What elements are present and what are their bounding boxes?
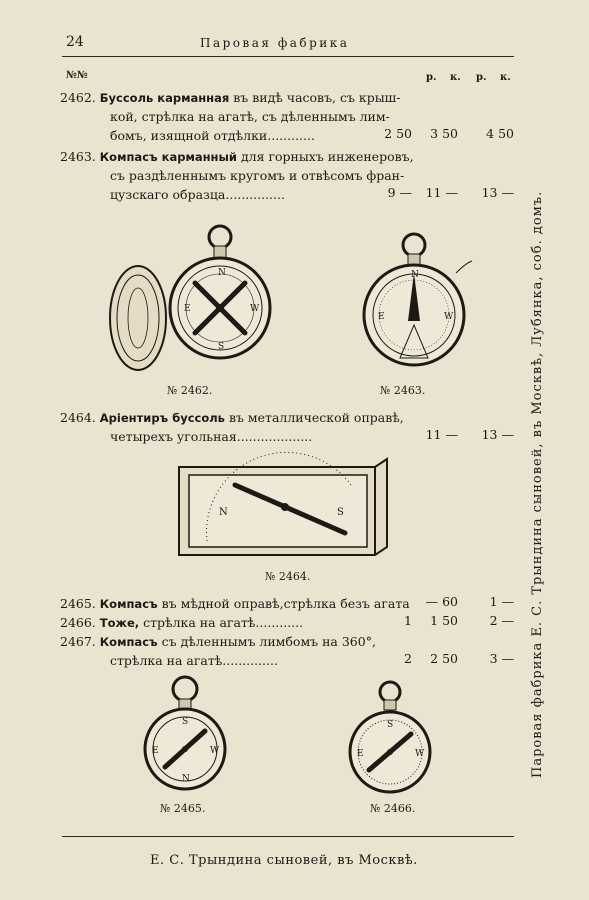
- item-2464-price-1: 11 —: [425, 427, 458, 442]
- item-text: стрѣлка на агатѣ............: [143, 615, 304, 630]
- item-2462-price-2: 3 50: [430, 126, 458, 141]
- currency-kop-2: к.: [500, 72, 511, 83]
- item-number: 2462.: [60, 90, 96, 105]
- item-2467-price-2: 2 50: [430, 651, 458, 666]
- figure-2465-caption: № 2465.: [160, 802, 206, 815]
- running-title: Паровая фабрика: [200, 36, 350, 50]
- compass-2465-illustration: S E W N: [143, 675, 227, 791]
- svg-text:N: N: [219, 507, 228, 518]
- figure-2462-caption: № 2462.: [167, 384, 213, 397]
- svg-text:N: N: [218, 268, 226, 278]
- svg-text:E: E: [357, 749, 364, 759]
- svg-text:S: S: [337, 507, 344, 518]
- item-2464-line-1: 2464. Аріентиръ буссоль въ металлической…: [60, 408, 404, 428]
- item-2464-line-2: четырехъ угольная...................: [110, 429, 313, 444]
- item-number: 2466.: [60, 615, 96, 630]
- svg-text:W: W: [250, 304, 260, 314]
- figure-2463-caption: № 2463.: [380, 384, 426, 397]
- item-2462-price-1: 2 50: [384, 126, 412, 141]
- item-2463-line-2: съ раздѣленнымъ кругомъ и отвѣсомъ фран-: [110, 168, 405, 183]
- item-name: Буссоль карманная: [99, 91, 230, 105]
- currency-rub-1: р.: [426, 72, 437, 83]
- item-2467-price-3: 3 —: [489, 651, 514, 666]
- currency-rub-2: р.: [476, 72, 487, 83]
- item-number: 2463.: [60, 149, 96, 164]
- svg-text:W: W: [415, 749, 425, 759]
- svg-text:N: N: [182, 774, 190, 784]
- svg-text:E: E: [184, 304, 191, 314]
- figure-2464-caption: № 2464.: [265, 570, 311, 583]
- item-name: Компасъ: [99, 597, 158, 611]
- svg-text:S: S: [182, 717, 188, 727]
- footer-imprint: Е. С. Трындина сыновей, въ Москвѣ.: [150, 853, 418, 868]
- item-2465-price-1: — 60: [425, 594, 458, 609]
- item-2466-price-1: 1: [404, 613, 412, 628]
- item-number: 2467.: [60, 634, 96, 649]
- currency-kop-1: к.: [450, 72, 461, 83]
- compass-2463-illustration: E W N: [362, 232, 473, 367]
- item-text: въ видѣ часовъ, съ крыш-: [233, 90, 401, 105]
- svg-text:W: W: [444, 312, 454, 322]
- number-column-header: №№: [66, 70, 88, 81]
- item-name: Компасъ: [99, 635, 158, 649]
- item-name: Тоже,: [99, 616, 140, 630]
- item-2466-price-2: 1 50: [430, 613, 458, 628]
- svg-text:S: S: [387, 720, 393, 730]
- item-2462-line-1: 2462. Буссоль карманная въ видѣ часовъ, …: [60, 88, 401, 108]
- item-2462-price-3: 4 50: [486, 126, 514, 141]
- svg-text:E: E: [378, 312, 385, 322]
- compass-2466-illustration: S E W: [348, 680, 432, 794]
- item-2462-line-2: кой, стрѣлка на агатѣ, съ дѣленнымъ лим-: [110, 109, 390, 124]
- svg-text:W: W: [210, 746, 220, 756]
- item-2462-line-3: бомъ, изящной отдѣлки............: [110, 128, 315, 143]
- item-name: Аріентиръ буссоль: [99, 411, 225, 425]
- item-2463-price-2: 11 —: [425, 185, 458, 200]
- item-2467-price-1: 2: [404, 651, 412, 666]
- compass-2464-illustration: N S: [178, 451, 388, 556]
- item-2463-price-1: 9 —: [387, 185, 412, 200]
- item-text: для горныхъ инженеровъ,: [240, 149, 414, 164]
- item-number: 2465.: [60, 596, 96, 611]
- item-name: Компасъ карманный: [99, 150, 237, 164]
- item-text: съ дѣленнымъ лимбомъ на 360°,: [161, 634, 376, 649]
- item-2463-line-3: цузскаго образца...............: [110, 187, 285, 202]
- header-rule: [62, 56, 514, 57]
- item-2463-line-1: 2463. Компасъ карманный для горныхъ инже…: [60, 147, 414, 167]
- item-2463-price-3: 13 —: [481, 185, 514, 200]
- item-text: въ металлической оправѣ,: [228, 410, 404, 425]
- compass-2462-illustration: N S E W: [109, 224, 272, 371]
- item-2465-price-2: 1 —: [489, 594, 514, 609]
- item-2467-line-1: 2467. Компасъ съ дѣленнымъ лимбомъ на 36…: [60, 632, 376, 652]
- item-2467-line-2: стрѣлка на агатѣ..............: [110, 653, 278, 668]
- figure-2466-caption: № 2466.: [370, 802, 416, 815]
- footer-rule: [62, 836, 514, 837]
- item-2464-price-2: 13 —: [481, 427, 514, 442]
- svg-text:S: S: [218, 342, 224, 352]
- item-2466-line-1: 2466. Тоже, стрѣлка на агатѣ............: [60, 613, 303, 633]
- item-text: въ мѣдной оправѣ,стрѣлка безъ агата: [161, 596, 410, 611]
- side-band-advert: Паровая фабрика Е. С. Трындина сыновей, …: [530, 190, 545, 778]
- item-number: 2464.: [60, 410, 96, 425]
- svg-text:N: N: [411, 270, 419, 280]
- svg-text:E: E: [152, 746, 159, 756]
- item-2466-price-3: 2 —: [489, 613, 514, 628]
- item-2465-line-1: 2465. Компасъ въ мѣдной оправѣ,стрѣлка б…: [60, 594, 410, 614]
- page-number: 24: [66, 34, 84, 50]
